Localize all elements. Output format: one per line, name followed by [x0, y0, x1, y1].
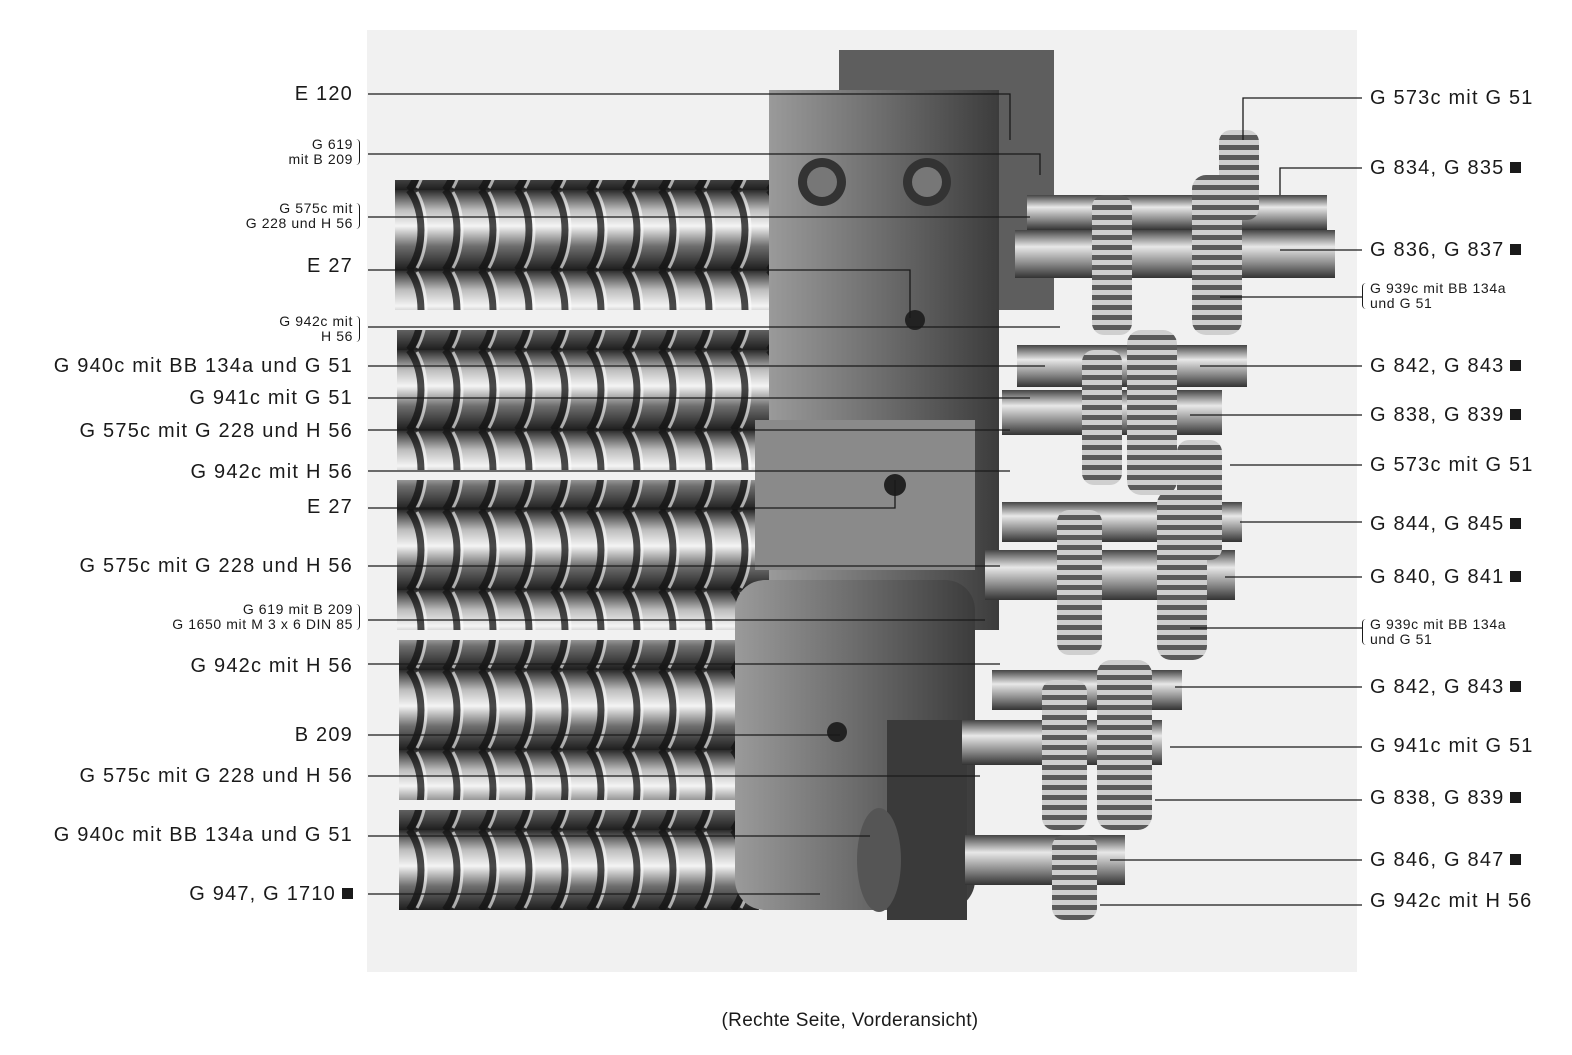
leader-line	[368, 153, 1041, 175]
callout-label-right: G 840, G 841	[1370, 567, 1522, 587]
square-marker-icon	[1510, 571, 1522, 582]
callout-label-right: G 844, G 845	[1370, 514, 1522, 534]
square-marker-icon	[1510, 792, 1522, 803]
callout-label-left: E 27	[307, 496, 353, 518]
leader-line	[1279, 167, 1362, 195]
square-marker-icon	[1510, 162, 1522, 173]
callout-label-left: G 575c mit G 228 und H 56	[79, 420, 353, 442]
callout-label-left: B 209	[294, 724, 353, 746]
callout-label-right: G 842, G 843	[1370, 356, 1522, 376]
leader-line	[368, 480, 896, 509]
leader-line	[368, 93, 1011, 140]
machine-assembly-illustration	[367, 30, 1357, 972]
square-marker-icon	[342, 888, 353, 899]
callout-label-right: G 846, G 847	[1370, 850, 1522, 870]
square-marker-icon	[1510, 681, 1522, 692]
figure-caption: (Rechte Seite, Vorderansicht)	[721, 1010, 979, 1031]
callout-label-right: G 573c mit G 51	[1370, 87, 1534, 109]
square-marker-icon	[1510, 854, 1522, 865]
callout-label-right: G 573c mit G 51	[1370, 454, 1534, 476]
callout-label-right: G 838, G 839	[1370, 405, 1522, 425]
square-marker-icon	[1510, 360, 1522, 371]
callout-label-right: G 941c mit G 51	[1370, 735, 1534, 757]
callout-label-left: G 940c mit BB 134a und G 51	[53, 824, 353, 846]
callout-label-left: G 947, G 1710	[189, 884, 353, 904]
callout-label-left: E 27	[307, 255, 353, 277]
square-marker-icon	[1510, 518, 1522, 529]
callout-label-right: G 842, G 843	[1370, 677, 1522, 697]
callout-label-left: G 575c mit G 228 und H 56	[79, 555, 353, 577]
callout-label-right: G 836, G 837	[1370, 240, 1522, 260]
leader-line	[368, 269, 911, 318]
callout-label-left: G 575c mit G 228 und H 56	[79, 765, 353, 787]
callout-label-left: G 940c mit BB 134a und G 51	[53, 355, 353, 377]
square-marker-icon	[1510, 244, 1522, 255]
leader-line	[1242, 97, 1362, 140]
callout-label-left: G 942c mit H 56	[190, 461, 353, 483]
callout-label-left: E 120	[294, 83, 353, 105]
callout-label-right: G 942c mit H 56	[1370, 890, 1533, 912]
callout-label-left: G 942c mit H 56	[190, 655, 353, 677]
square-marker-icon	[1510, 409, 1522, 420]
callout-label-right: G 838, G 839	[1370, 788, 1522, 808]
callout-label-left: G 941c mit G 51	[189, 387, 353, 409]
callout-label-right: G 834, G 835	[1370, 158, 1522, 178]
